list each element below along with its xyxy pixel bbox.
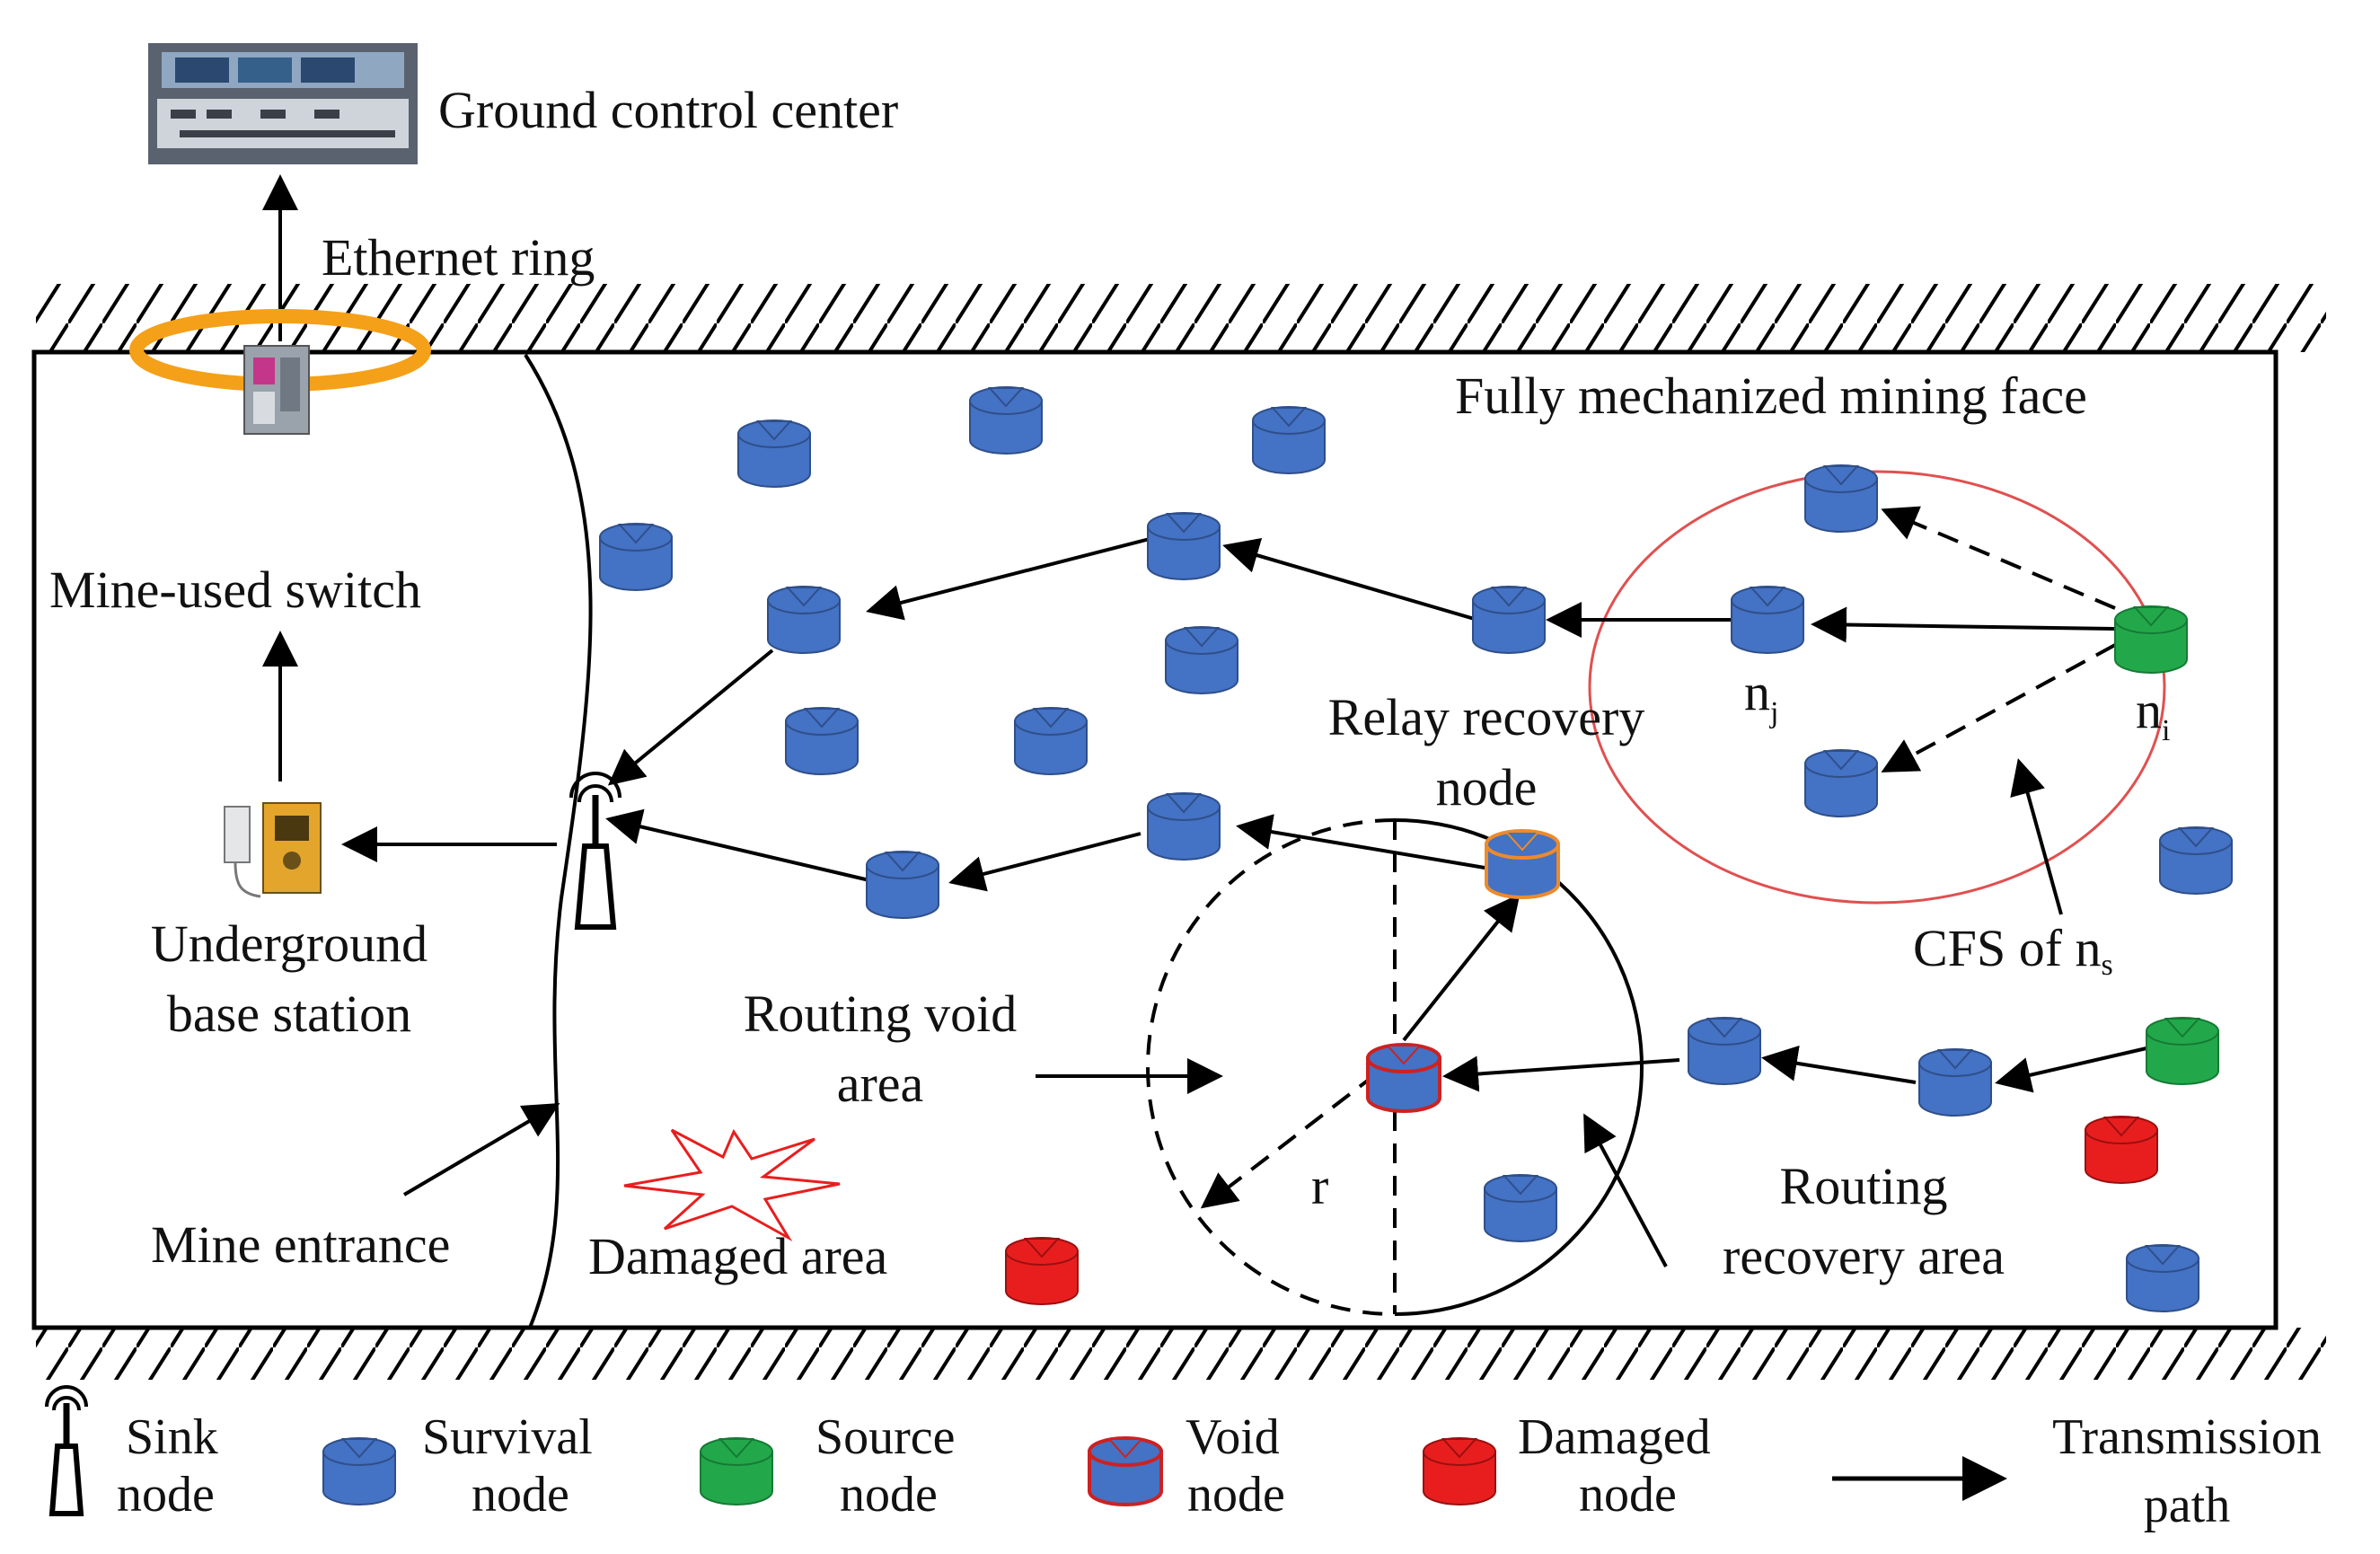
sink-node-icon — [569, 772, 621, 930]
legend-survival-label-1: Survival — [422, 1409, 593, 1465]
survival-node-icon — [1484, 1174, 1557, 1242]
base-station-icon — [224, 802, 322, 898]
routing-void-label-2: area — [837, 1055, 924, 1113]
survival-node-icon — [599, 523, 673, 591]
underground-label-1: Underground — [151, 914, 428, 973]
legend-source-label-1: Source — [815, 1409, 956, 1465]
relay-recovery-node-icon — [1485, 829, 1560, 899]
legend-survival-node-icon — [322, 1437, 396, 1505]
dashed-arrows — [1200, 506, 2116, 1209]
survival-node-icon — [1252, 406, 1326, 474]
bottom-ground-hatch — [36, 1328, 2326, 1380]
survival-node-icon — [866, 851, 939, 919]
survival-node-icon — [1165, 626, 1238, 694]
cfs-ellipse — [1588, 470, 2166, 905]
legend-transmission-label-1: Transmission — [2052, 1409, 2322, 1465]
transmission-paths — [402, 537, 2147, 1267]
nodes-layer — [322, 386, 2233, 1506]
legend-void-label-2: node — [1187, 1467, 1285, 1523]
damaged-area-star — [623, 1128, 841, 1242]
survival-node-icon — [1688, 1017, 1761, 1085]
survival-node-icon — [785, 707, 859, 775]
ethernet-ring-label: Ethernet ring — [322, 228, 595, 287]
routing-recovery-label-1: Routing — [1780, 1157, 1948, 1215]
legend-source-label-2: node — [840, 1467, 938, 1523]
survival-node-icon — [737, 419, 811, 488]
source-node-icon — [2114, 605, 2188, 674]
cfs-label: CFS of ns — [1913, 919, 2113, 982]
source-node-icon — [2146, 1017, 2219, 1085]
legend-void-node-icon — [1088, 1436, 1163, 1506]
survival-node-icon — [1804, 749, 1878, 817]
survival-node-icon — [1147, 792, 1221, 861]
ground-control-console-icon — [148, 43, 418, 164]
routing-void-label-1: Routing void — [744, 984, 1018, 1043]
node-nj-label: nj — [1744, 663, 1778, 729]
survival-node-icon — [1472, 586, 1546, 654]
underground-label-2: base station — [167, 984, 411, 1043]
void-node-icon — [1366, 1043, 1441, 1113]
tunnel-outline — [31, 349, 2279, 1330]
mine-entrance-label: Mine entrance — [151, 1215, 450, 1274]
legend-sink-label-2: node — [117, 1467, 215, 1523]
legend-damaged-label-2: node — [1579, 1467, 1677, 1523]
relay-recovery-label-1: Relay recovery — [1328, 688, 1645, 746]
routing-void-dashed-arc — [1146, 818, 1396, 1316]
mine-used-switch-label: Mine-used switch — [49, 561, 421, 619]
legend-source-node-icon — [700, 1437, 773, 1505]
routing-recovery-label-2: recovery area — [1723, 1227, 2005, 1285]
survival-node-icon — [2126, 1244, 2199, 1312]
survival-node-icon — [2159, 826, 2233, 895]
mine-switch-icon — [243, 345, 310, 435]
radius-label: r — [1311, 1157, 1328, 1215]
ground-control-center-label: Ground control center — [438, 81, 898, 139]
top-ground-hatch — [36, 284, 2326, 352]
relay-recovery-label-2: node — [1436, 758, 1538, 817]
legend-sink-label-1: Sink — [126, 1409, 218, 1465]
survival-node-icon — [1147, 512, 1221, 580]
node-ni-label: ni — [2136, 681, 2170, 747]
survival-node-icon — [1014, 707, 1088, 775]
damaged-node-icon — [1005, 1237, 1079, 1305]
legend-survival-label-2: node — [472, 1467, 569, 1523]
legend-damaged-node-icon — [1423, 1437, 1496, 1505]
legend-transmission-label-2: path — [2144, 1478, 2230, 1533]
damaged-area-label: Damaged area — [588, 1227, 887, 1285]
legend: Sink node Survival node Source node Void… — [45, 1385, 2322, 1533]
survival-node-icon — [767, 586, 841, 654]
mining-face-label: Fully mechanized mining face — [1455, 366, 2087, 425]
mine-entrance-curve — [524, 353, 593, 1329]
legend-void-label-1: Void — [1186, 1409, 1280, 1465]
survival-node-icon — [969, 386, 1043, 455]
legend-damaged-label-1: Damaged — [1518, 1409, 1711, 1465]
survival-node-icon — [1731, 586, 1804, 654]
damaged-node-icon — [2085, 1116, 2158, 1184]
survival-node-icon — [1918, 1048, 1992, 1117]
survival-node-icon — [1804, 464, 1878, 533]
legend-sink-icon — [45, 1385, 88, 1516]
